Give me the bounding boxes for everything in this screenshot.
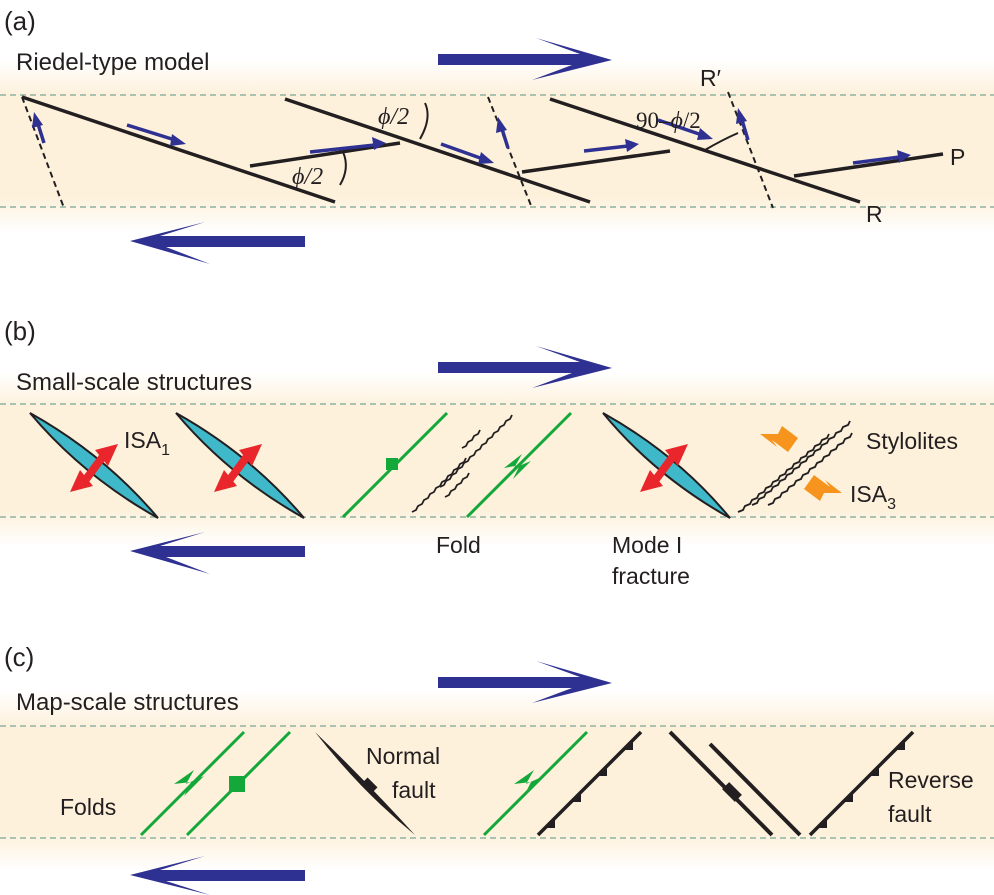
shear-arrow-top-right: [438, 38, 612, 80]
p-shear: [521, 149, 671, 174]
reverse-fault-label: Reverse: [888, 767, 974, 793]
panel-c: (c) Map-scale structures: [0, 642, 994, 895]
normal-fault-label: fault: [392, 777, 436, 803]
isa1-double-arrow: [214, 444, 262, 492]
mode-i-fracture-label: fracture: [612, 563, 690, 589]
folded-layers: [411, 414, 513, 513]
panel-a-title: Riedel-type model: [16, 49, 209, 76]
shear-arrow-top-right: [438, 661, 612, 703]
slip-arrow-r-prime: [32, 112, 46, 144]
slip-arrow: [852, 150, 911, 165]
normal-fault: [315, 732, 415, 835]
angle-label-phi-half: ϕ/2: [378, 104, 409, 130]
r-shear: [284, 97, 591, 204]
panel-a-label: (a): [4, 6, 36, 36]
panel-b: (b) Small-scale structures: [0, 316, 994, 589]
panel-b-label: (b): [4, 316, 36, 346]
panel-c-title: Map-scale structures: [16, 689, 239, 716]
fold-axial-trace: [482, 730, 589, 837]
slip-arrow: [309, 137, 386, 154]
slip-arrow: [583, 139, 639, 153]
slip-arrow: [126, 123, 186, 146]
angle-label-phi-half: ϕ/2: [292, 164, 323, 190]
shear-zone-band: [0, 372, 994, 546]
panel-b-title: Small-scale structures: [16, 369, 252, 396]
normal-fault: [668, 730, 802, 837]
fold-axial-trace: [139, 730, 246, 837]
slip-arrow-r-prime: [736, 108, 750, 141]
folds-label: Folds: [60, 794, 116, 820]
isa1-double-arrow: [70, 444, 118, 492]
shear-zone-band: [0, 60, 994, 232]
isa3-label: ISA3: [850, 481, 896, 513]
fold-axial-trace: [465, 411, 573, 519]
p-label: P: [950, 144, 965, 170]
r-label: R: [866, 201, 883, 227]
fold-axial-trace: [341, 411, 449, 519]
slip-arrow: [440, 142, 494, 164]
shear-arrow-top-right: [438, 346, 612, 388]
slip-arrow: [657, 118, 713, 140]
shear-arrow-bottom-left: [130, 532, 305, 574]
reverse-fault-label: fault: [888, 801, 932, 827]
panel-c-label: (c): [4, 642, 34, 672]
r-shear: [549, 97, 861, 204]
r-shear: [21, 95, 336, 204]
normal-fault-label: Normal: [366, 743, 440, 769]
r-prime-label: R′: [700, 65, 721, 91]
angle-arc: [704, 132, 739, 151]
stylolites-label: Stylolites: [866, 428, 958, 454]
isa1-label: ISA1: [124, 427, 170, 459]
angle-arc: [339, 151, 347, 186]
p-shear: [793, 152, 944, 178]
angle-arc: [419, 102, 429, 140]
slip-arrow-r-prime: [496, 117, 510, 149]
reverse-fault: [536, 730, 643, 837]
panel-a: (a) Riedel-type model: [0, 6, 994, 264]
isa1-double-arrow: [640, 444, 688, 492]
angle-label-90-minus-phi-half: 90–ϕ/2: [636, 108, 701, 134]
isa3-arrow: [760, 426, 798, 452]
fold-label: Fold: [436, 532, 481, 558]
reverse-fault: [808, 730, 915, 837]
r-prime-shear: [727, 91, 774, 209]
isa3-arrow: [804, 475, 842, 501]
fold-axial-trace: [185, 730, 292, 837]
shear-arrow-bottom-left: [130, 856, 305, 895]
stylolites: [737, 420, 853, 513]
shear-arrow-bottom-left: [130, 222, 305, 264]
shear-zone-band: [0, 690, 994, 870]
mode-i-fracture-label: Mode I: [612, 532, 682, 558]
